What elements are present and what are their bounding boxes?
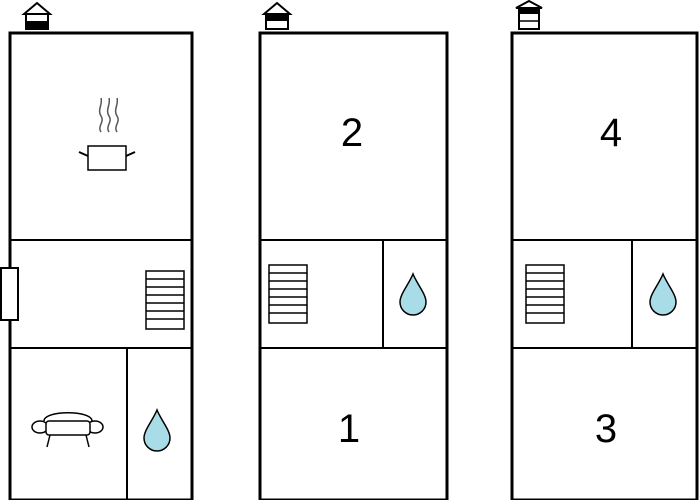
sofa-icon: [31, 412, 104, 448]
room-number: 4: [600, 111, 622, 155]
entrance-door: [0, 267, 19, 321]
room-number: 3: [595, 407, 617, 451]
house-first-floor-icon: [261, 1, 293, 30]
water-drop-icon: [649, 273, 677, 316]
first-floor: 2 1: [258, 1, 449, 500]
second-floor: 4 3: [510, 0, 699, 500]
second-floor-outline: [510, 31, 699, 500]
house-second-floor-icon: [515, 0, 543, 30]
house-ground-floor-icon: [21, 1, 53, 30]
room-number: 2: [341, 111, 363, 155]
stairs-icon: [268, 264, 308, 324]
water-drop-icon: [399, 273, 427, 316]
ground-floor: [0, 1, 194, 500]
room-number: 1: [338, 407, 360, 451]
water-drop-icon: [143, 409, 171, 452]
ground-floor-outline: [8, 31, 194, 500]
first-floor-outline: [258, 31, 449, 500]
stairs-icon: [525, 264, 565, 324]
stairs-icon: [145, 270, 185, 330]
cooking-pot-icon: [78, 97, 136, 171]
